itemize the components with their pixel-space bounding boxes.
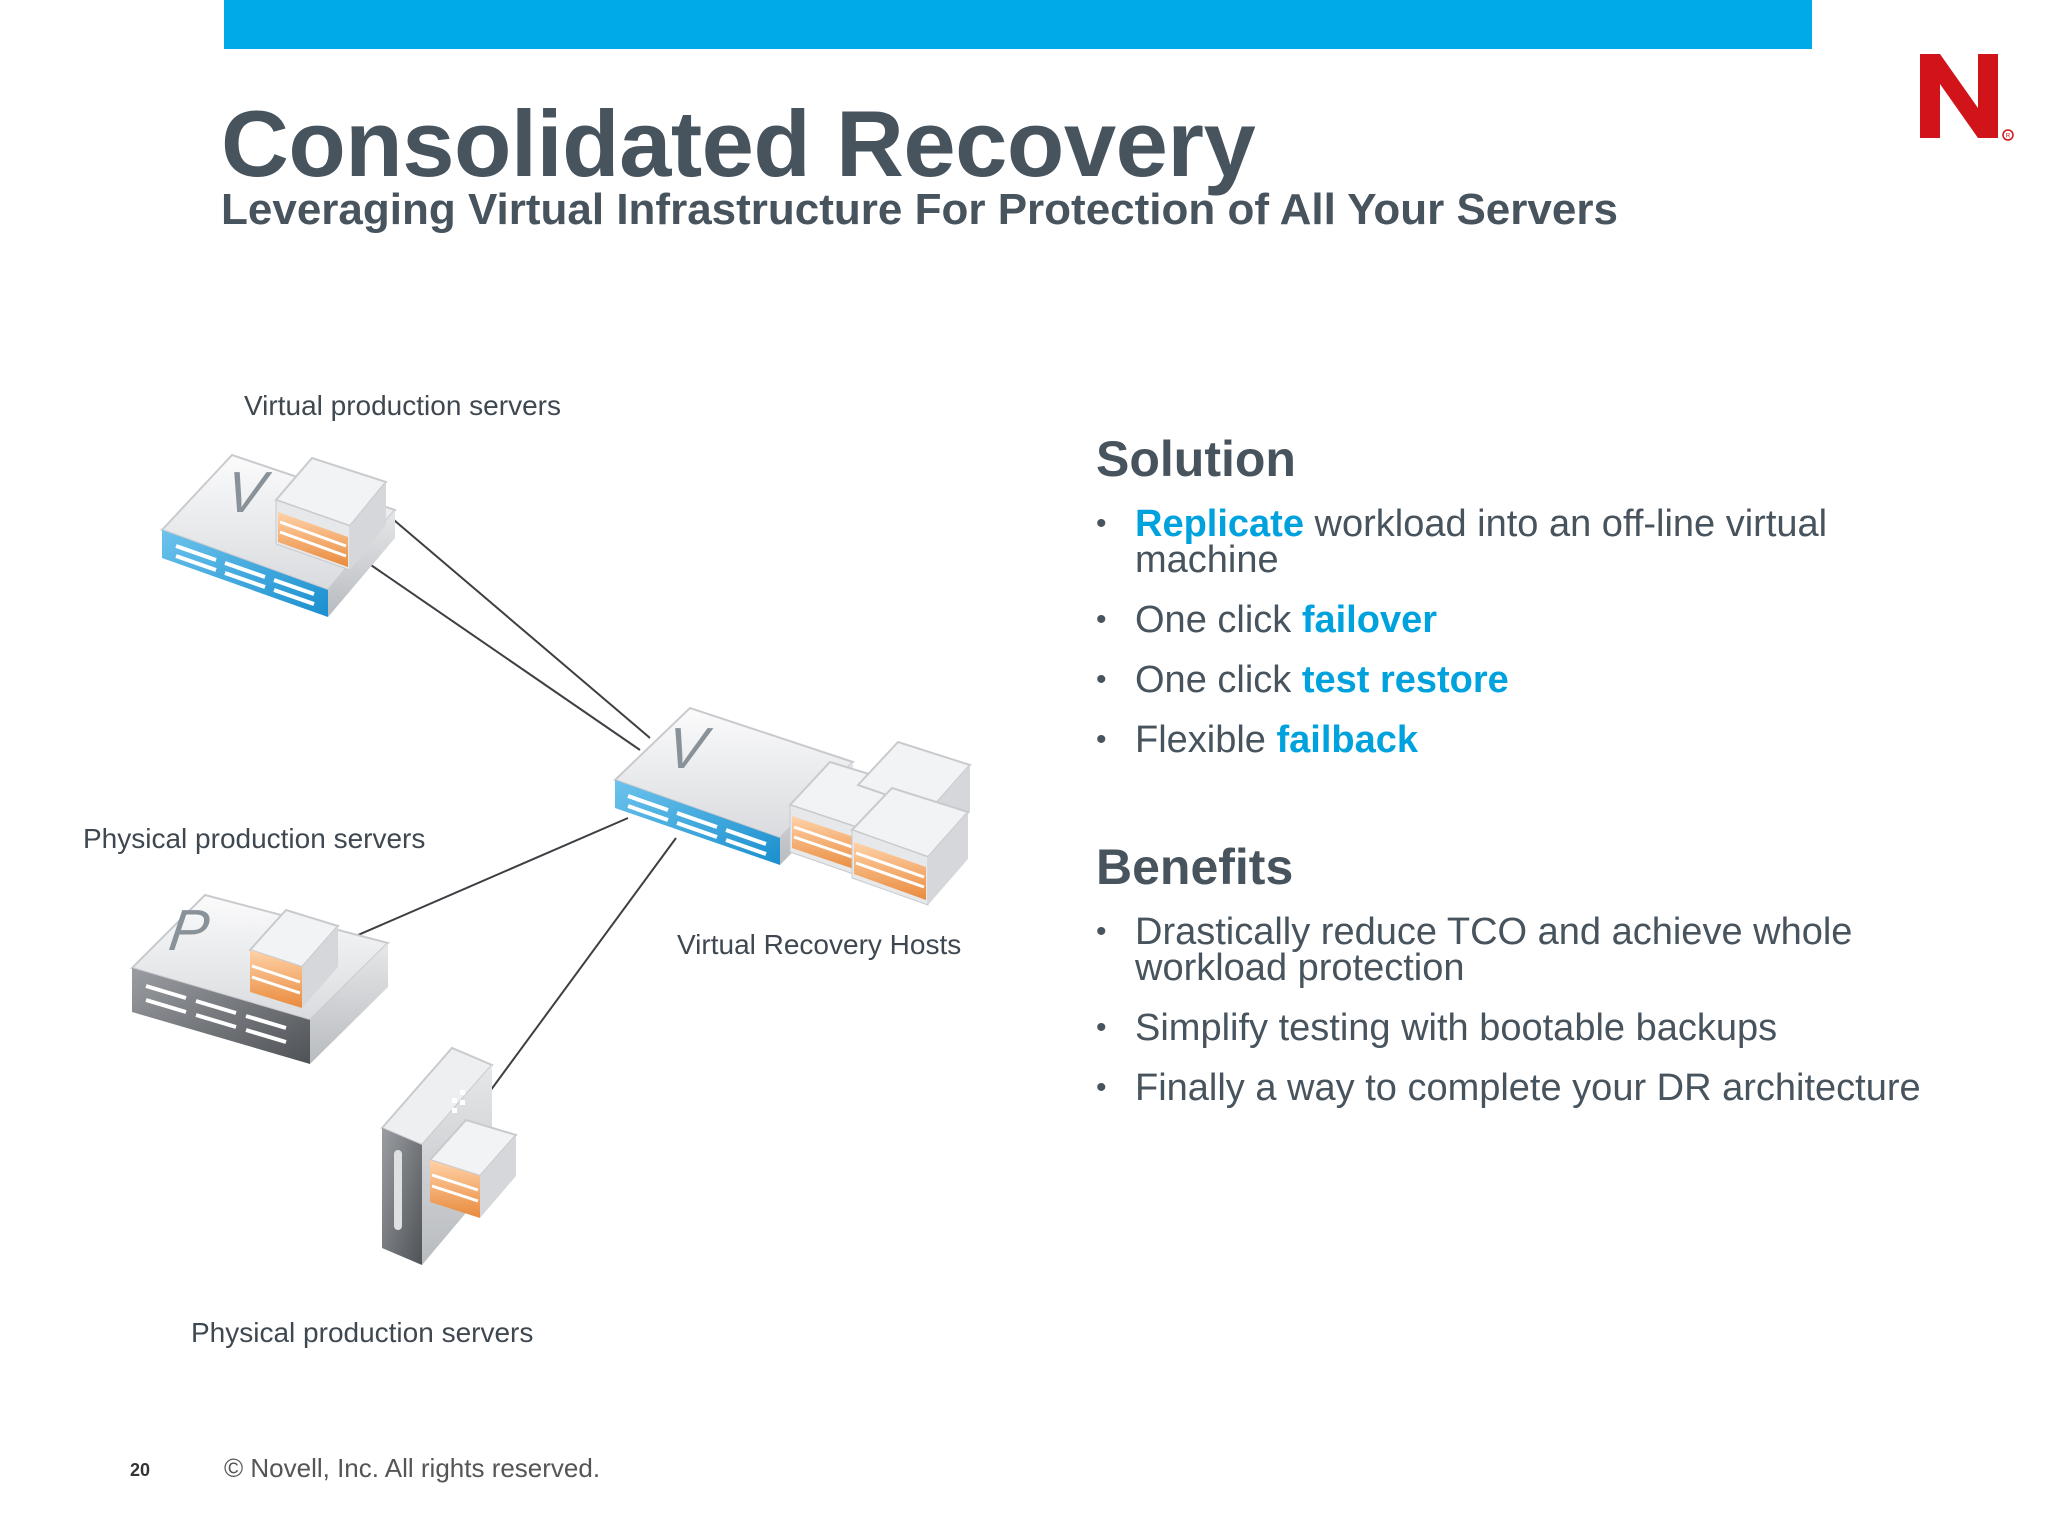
solution-item: One click test restore (1096, 659, 1955, 701)
solution-list: Replicate workload into an off-line virt… (1096, 503, 1955, 782)
benefits-list: Drastically reduce TCO and achieve whole… (1096, 913, 1955, 1130)
solution-text: One click (1135, 599, 1302, 641)
recovery-diagram: V V (83, 390, 972, 1348)
label-virtual-recovery-hosts: Virtual Recovery Hosts (677, 929, 961, 960)
solution-highlight: failover (1301, 599, 1437, 641)
copyright-notice: © Novell, Inc. All rights reserved. (224, 1453, 601, 1483)
svg-text:R: R (2006, 134, 2011, 140)
label-physical-production-servers-2: Physical production servers (191, 1317, 533, 1348)
solution-highlight: failback (1276, 719, 1419, 761)
solution-highlight: Replicate (1135, 503, 1304, 545)
slide-subtitle: Leveraging Virtual Infrastructure For Pr… (221, 185, 1618, 234)
benefits-heading: Benefits (1096, 839, 1294, 895)
benefit-item: Simplify testing with bootable backups (1096, 1009, 1955, 1047)
solution-text: Flexible (1135, 719, 1277, 761)
novell-logo-icon: R (1920, 54, 2014, 141)
link-virtual-prod-b (351, 551, 641, 751)
top-accent-bar (224, 0, 1812, 49)
page-number: 20 (130, 1460, 151, 1480)
link-virtual-prod-a (387, 514, 651, 739)
virtual-recovery-host-icon: V (613, 706, 972, 906)
solution-heading: Solution (1096, 431, 1296, 487)
connection-lines (334, 514, 677, 1099)
physical-tower-server-icon (380, 1046, 518, 1265)
solution-item: One click failover (1096, 599, 1955, 641)
link-physical-prod-1 (334, 817, 629, 946)
link-physical-prod-2 (484, 837, 677, 1099)
solution-highlight: test restore (1301, 659, 1509, 701)
virtual-production-server-icon: V (160, 453, 397, 617)
label-physical-production-servers-1: Physical production servers (83, 823, 425, 854)
physical-production-server-icon: P (130, 893, 390, 1064)
svg-text:P: P (165, 898, 213, 963)
solution-text: One click (1135, 659, 1302, 701)
solution-item: Replicate workload into an off-line virt… (1096, 503, 1955, 581)
benefit-item: Drastically reduce TCO and achieve whole… (1096, 913, 1955, 987)
benefit-item: Finally a way to complete your DR archit… (1096, 1069, 1955, 1107)
solution-text: workload into an off-line virtual machin… (1135, 503, 1828, 581)
label-virtual-production-servers: Virtual production servers (244, 390, 561, 421)
solution-item: Flexible failback (1096, 719, 1955, 761)
slide-title: Consolidated Recovery (221, 91, 1256, 196)
